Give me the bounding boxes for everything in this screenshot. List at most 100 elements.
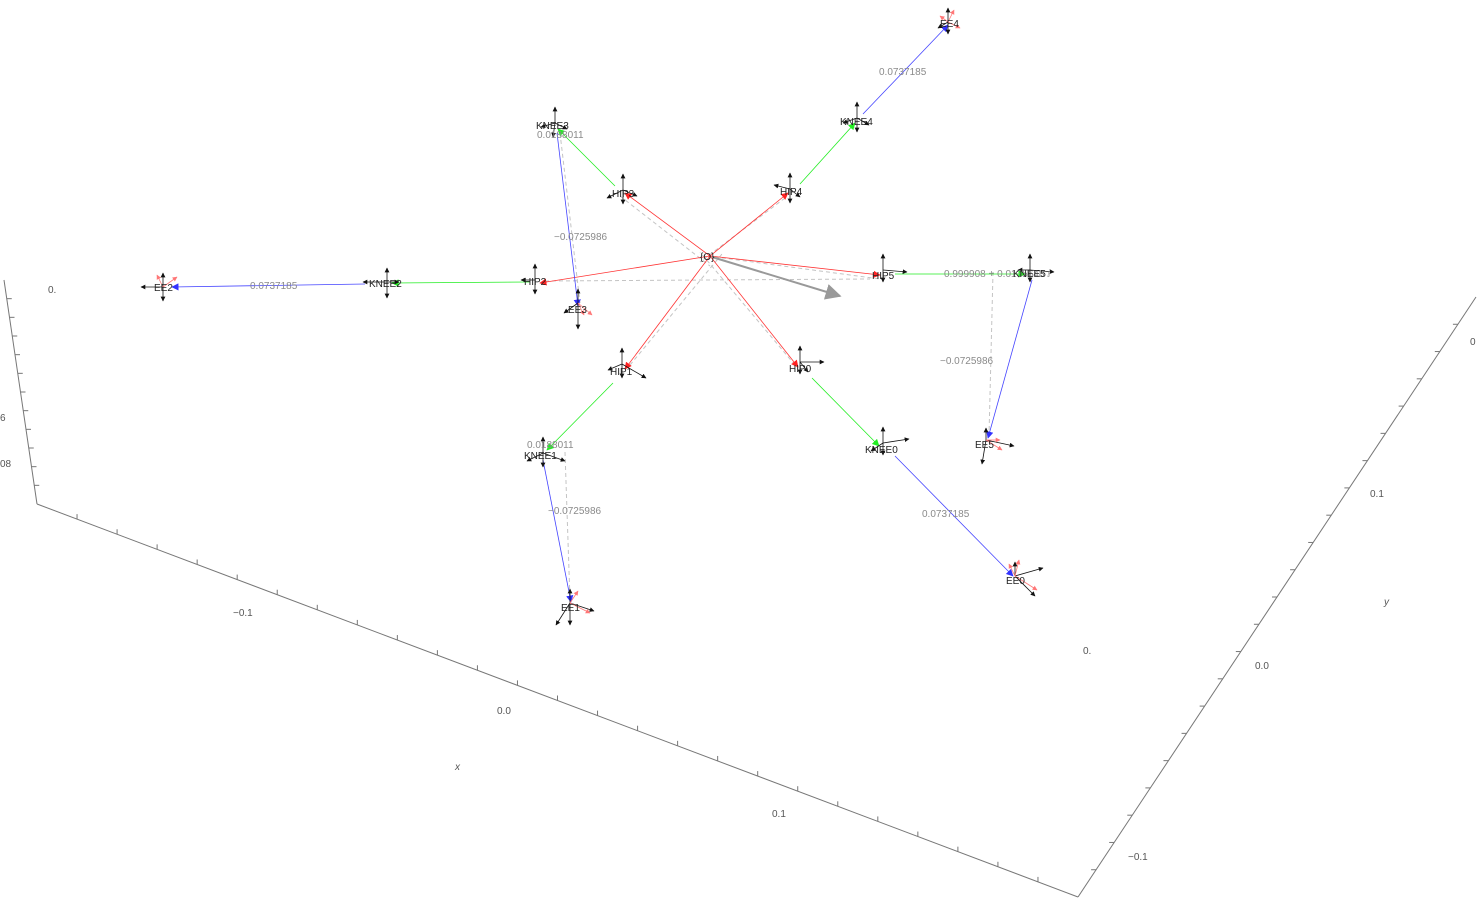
- foot-frame-axis: [1008, 563, 1016, 577]
- knee-link-0: [811, 377, 880, 447]
- helper-line: [699, 197, 786, 263]
- hip1-frame: [607, 347, 647, 379]
- knee-link-4: [799, 122, 856, 185]
- knee-links: [391, 122, 1026, 451]
- ee2-frame: [140, 272, 178, 302]
- origin-label: {O}: [700, 252, 715, 263]
- axis-labels: −0.1 0.0 0.1 x 0 0.1 0.0 −0.1 y 6 08 0. …: [0, 285, 1476, 863]
- hip5-frame: [880, 253, 908, 283]
- y-axis-title: y: [1383, 597, 1390, 608]
- helper-line: [629, 253, 723, 366]
- ee3-frame: [563, 288, 593, 330]
- frame-axis: [1014, 566, 1044, 577]
- hip-link-4: [709, 192, 789, 257]
- foot-frame-axis: [1014, 575, 1038, 591]
- frame-axis: [1014, 575, 1036, 597]
- frame-axis: [554, 122, 568, 130]
- foot-link-3: [556, 132, 581, 307]
- node-label-hip2: HIP2: [524, 277, 547, 288]
- frame-axis: [842, 117, 858, 124]
- hip-link-0: [709, 255, 799, 368]
- y-tick-label: 0.0: [1255, 661, 1269, 672]
- helper-line: [564, 451, 571, 601]
- ee0-frame: [1008, 559, 1044, 597]
- ee1-frame: [555, 588, 595, 626]
- hip-link-2: [539, 255, 711, 286]
- foot-frame-axis: [947, 9, 955, 23]
- length-label: 0.0737185: [922, 509, 970, 520]
- node-label-ee1: EE1: [561, 603, 580, 614]
- node-label-hip1: HIP1: [610, 367, 633, 378]
- node-label-hip5: HIP5: [872, 271, 895, 282]
- frame-axis: [870, 442, 884, 452]
- length-labels: 0.0737185 0.0188011 −0.0725986 0.0737185…: [250, 67, 1051, 520]
- ee5-frame: [980, 427, 1015, 465]
- foot-frame-axis: [569, 590, 579, 604]
- ee4-frame: [937, 7, 961, 35]
- foot-frame-axis: [577, 302, 593, 316]
- helper-line: [988, 271, 994, 437]
- node-label-hip0: HIP0: [789, 364, 812, 375]
- y-tick-label: 0.1: [1370, 489, 1384, 500]
- node-label-knee3: KNEE3: [536, 121, 569, 132]
- hip-link-3: [624, 192, 711, 257]
- hip0-frame: [797, 345, 825, 375]
- foot-frame-axis: [577, 302, 585, 316]
- knee3-frame: [540, 106, 568, 138]
- node-label-knee0: KNEE0: [865, 445, 898, 456]
- frame-axis: [606, 189, 624, 199]
- hip2-frame: [520, 263, 538, 295]
- foot-link-5: [986, 279, 1033, 439]
- length-label: 0.0737185: [250, 281, 298, 292]
- helper-line: [544, 278, 871, 282]
- length-label: 0.0188011: [527, 440, 574, 451]
- frame-axis: [789, 188, 801, 198]
- helper-line: [707, 255, 881, 280]
- knee0-frame: [870, 426, 910, 456]
- y-tick-label: 0: [1470, 337, 1476, 348]
- knee2-frame: [362, 267, 400, 299]
- corner-tick-label: 0.: [1083, 646, 1091, 657]
- helper-line: [699, 251, 796, 366]
- foot-frame-axis: [939, 15, 949, 23]
- hip-link-5: [709, 255, 881, 278]
- node-label-ee3: EE3: [568, 305, 587, 316]
- hip-link-1: [624, 255, 711, 370]
- frame-axis: [799, 361, 809, 373]
- x-axis-title: x: [454, 762, 461, 773]
- knee-link-1: [546, 382, 614, 451]
- x-tick-label: 0.1: [772, 809, 786, 820]
- hip4-frame: [773, 172, 801, 204]
- helper-line: [559, 132, 581, 304]
- length-label: −0.0725986: [554, 232, 608, 243]
- y-tick-label: −0.1: [1128, 852, 1148, 863]
- length-label: −0.0725986: [940, 356, 994, 367]
- foot-frame-axis: [1014, 559, 1021, 577]
- length-label: 0.0188011: [537, 130, 584, 141]
- z-tick-label: 6: [0, 413, 6, 424]
- knee-link-3: [557, 128, 616, 187]
- foot-links: [171, 24, 1033, 603]
- node-label-ee2: EE2: [154, 283, 173, 294]
- frame-axis: [551, 122, 556, 138]
- node-label-ee4: EE4: [940, 19, 959, 30]
- frame-axis: [773, 183, 791, 190]
- node-label-knee1: KNEE1: [524, 451, 557, 462]
- knee-link-2: [391, 279, 531, 287]
- foot-frame-axis: [162, 276, 178, 288]
- knee5-frame: [1017, 253, 1055, 283]
- helper-dashed-lines: [544, 132, 994, 601]
- frame-axis: [555, 602, 571, 626]
- x-tick-label: −0.1: [233, 608, 253, 619]
- helper-line: [619, 195, 711, 267]
- foot-link-0: [894, 455, 1014, 577]
- foot-frame-axis: [947, 21, 961, 29]
- frame-axis: [980, 439, 987, 465]
- foot-frame-axis: [156, 274, 164, 288]
- length-label: −0.0725986: [548, 506, 602, 517]
- length-label: 0.0737185: [879, 67, 927, 78]
- frame-axis: [985, 439, 1015, 448]
- node-label-ee0: EE0: [1006, 576, 1025, 587]
- node-label-knee4: KNEE4: [840, 117, 873, 128]
